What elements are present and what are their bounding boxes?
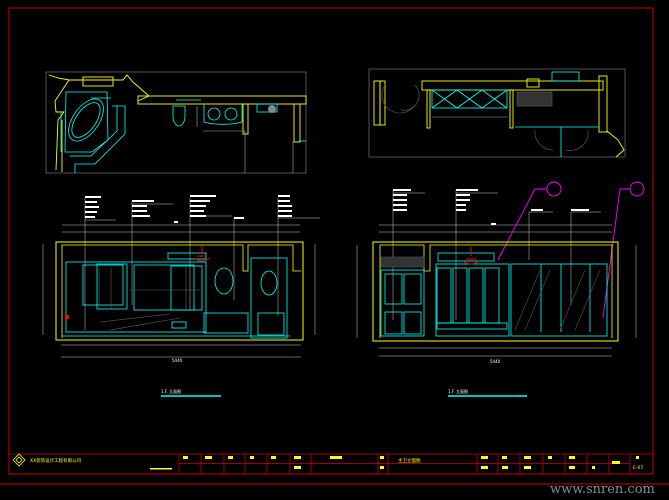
right-elevation-title: 1.F. 立面图 [448, 388, 468, 394]
title-block [9, 453, 653, 474]
plant-icon [268, 105, 276, 113]
lamp-icon [65, 315, 69, 319]
chandelier-icon [462, 247, 480, 265]
chandelier-icon [193, 245, 211, 262]
left-elevation-title: 1.F. 立面图 [161, 388, 181, 394]
right-elevation-dimension: 5440 [490, 359, 501, 364]
drawing-frame [0, 7, 669, 485]
elevation-right [356, 181, 645, 357]
watermark: www.snren.com [550, 482, 655, 497]
company-logo-icon [12, 453, 26, 467]
callout-marker [497, 181, 645, 319]
bathroom-plan-left [45, 71, 307, 174]
bathroom-plan-right [368, 68, 626, 158]
left-elevation-dimension: 5440 [172, 358, 183, 363]
sheet-number: E-07 [633, 465, 643, 471]
elevation-left [42, 195, 320, 358]
drawing-name: 主卫立面图 [398, 457, 421, 464]
company-name: XX装饰设计工程有限公司 [30, 457, 81, 464]
title-block-cell-text [150, 456, 639, 470]
